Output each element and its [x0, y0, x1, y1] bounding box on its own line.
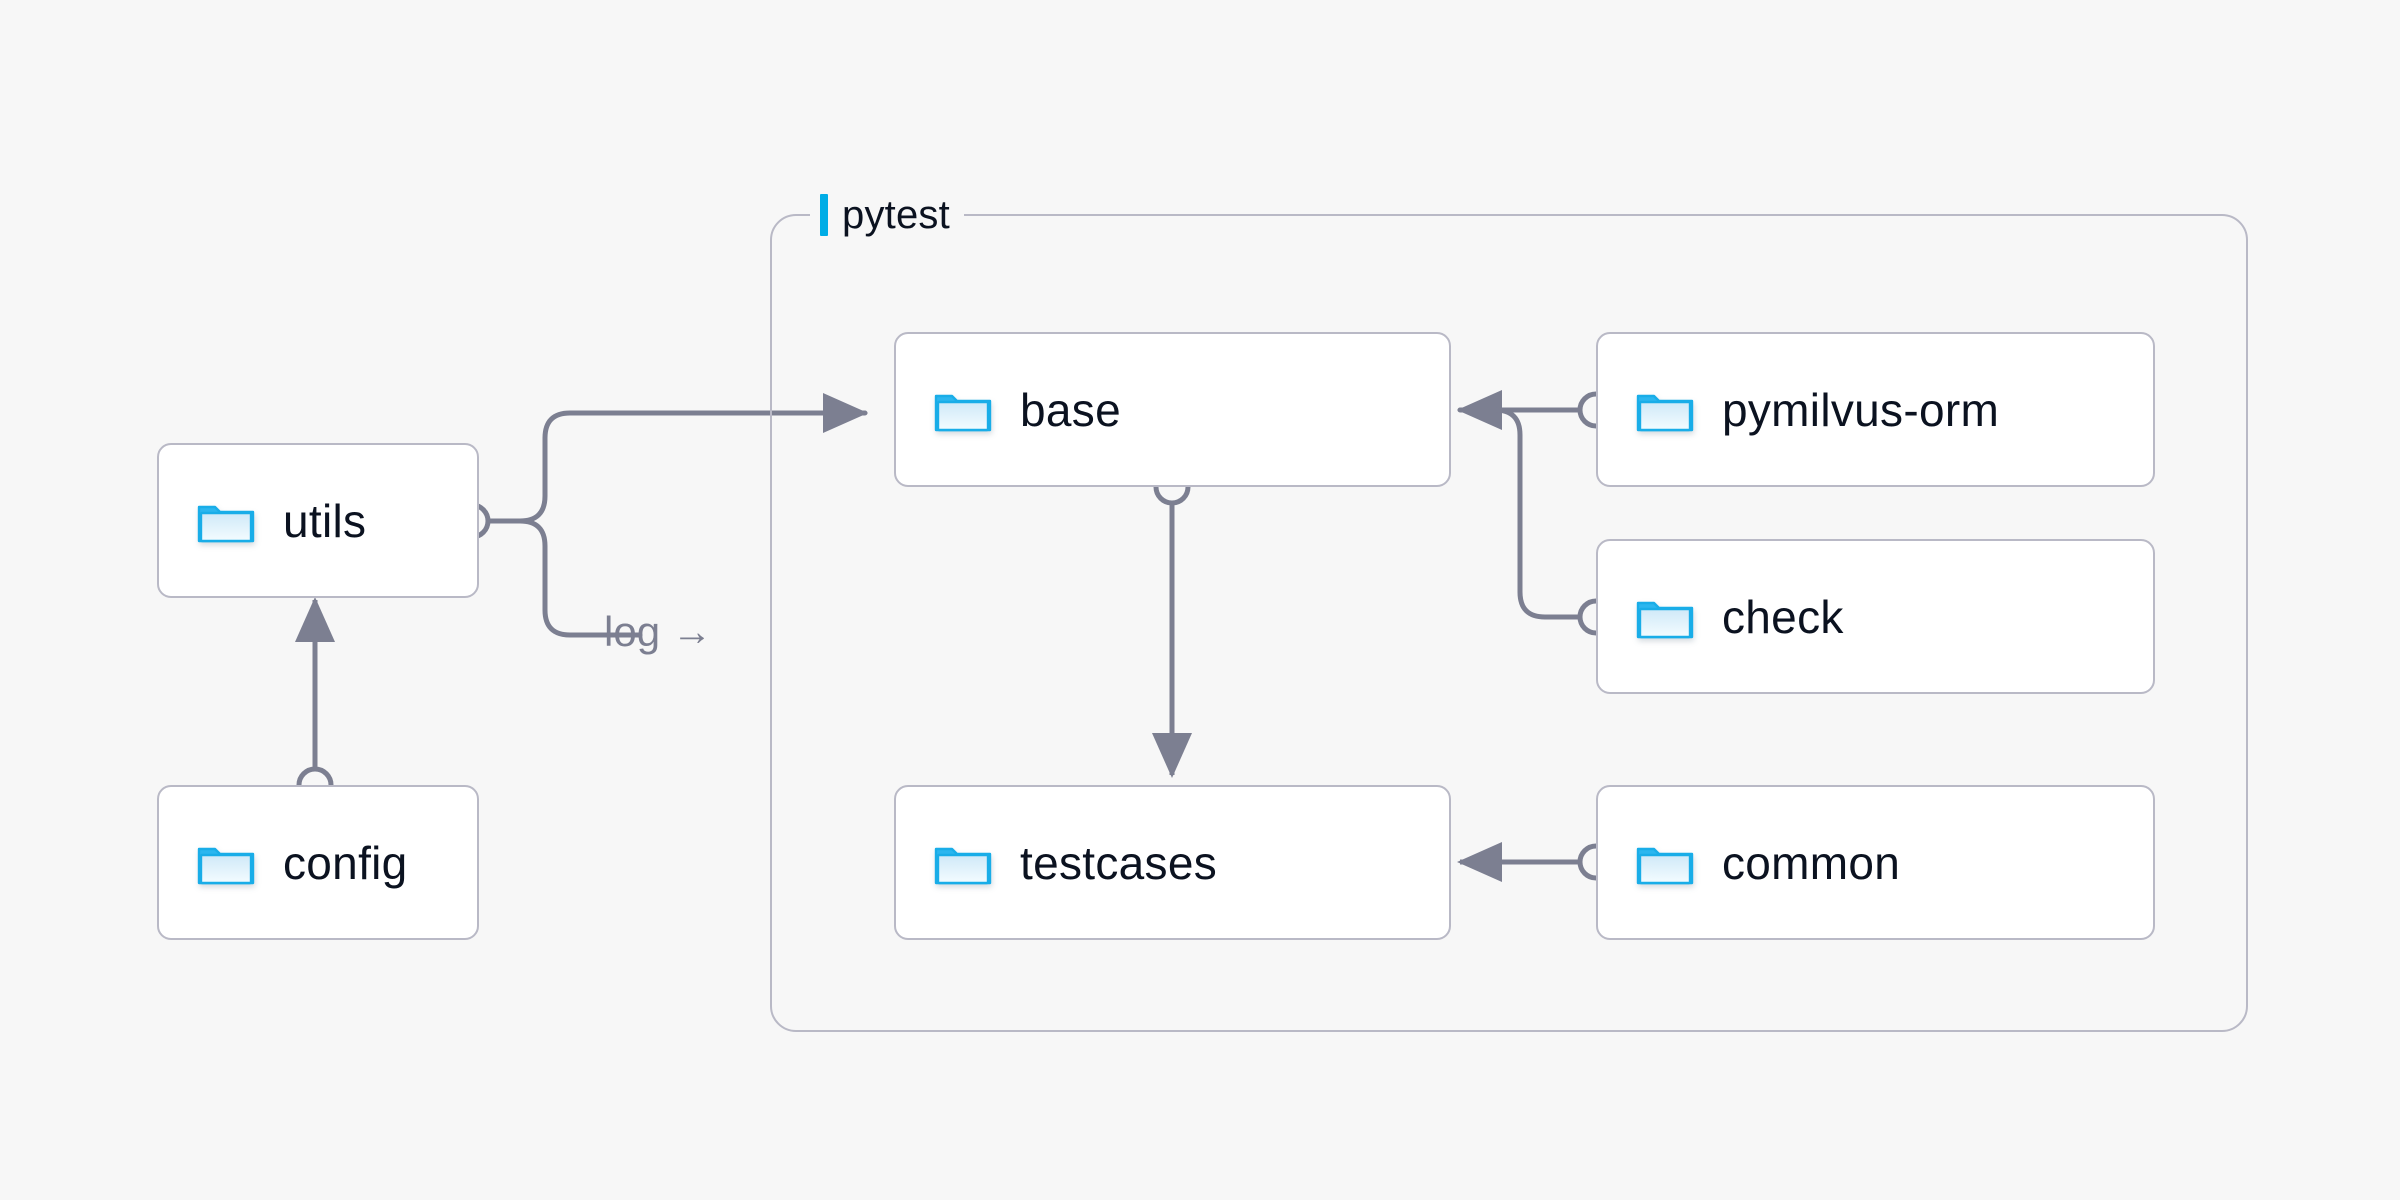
node-label: pymilvus-orm — [1722, 383, 2000, 436]
node-testcases[interactable]: testcases — [894, 785, 1451, 940]
arrow-right-icon: → — [672, 610, 713, 654]
node-label: config — [283, 836, 408, 889]
folder-icon — [1636, 387, 1694, 433]
node-label: common — [1722, 836, 1901, 889]
node-label: check — [1722, 590, 1844, 643]
folder-icon — [1636, 594, 1694, 640]
edge-label-log: log → — [604, 608, 712, 656]
folder-icon — [197, 840, 255, 886]
node-config[interactable]: config — [157, 785, 479, 940]
folder-icon — [1636, 840, 1694, 886]
group-pytest-label: pytest — [810, 192, 964, 238]
node-label: testcases — [1020, 836, 1218, 889]
node-check[interactable]: check — [1596, 539, 2155, 694]
group-accent-bar — [820, 194, 828, 236]
edge-label-text: log — [604, 608, 661, 655]
node-label: utils — [283, 494, 367, 547]
node-common[interactable]: common — [1596, 785, 2155, 940]
group-title: pytest — [842, 192, 950, 237]
folder-icon — [197, 498, 255, 544]
group-pytest-container[interactable] — [770, 214, 2248, 1032]
folder-icon — [934, 387, 992, 433]
node-pymilvus-orm[interactable]: pymilvus-orm — [1596, 332, 2155, 487]
edge-config-to-utils — [295, 596, 335, 804]
node-label: base — [1020, 383, 1121, 436]
node-base[interactable]: base — [894, 332, 1451, 487]
folder-icon — [934, 840, 992, 886]
node-utils[interactable]: utils — [157, 443, 479, 598]
